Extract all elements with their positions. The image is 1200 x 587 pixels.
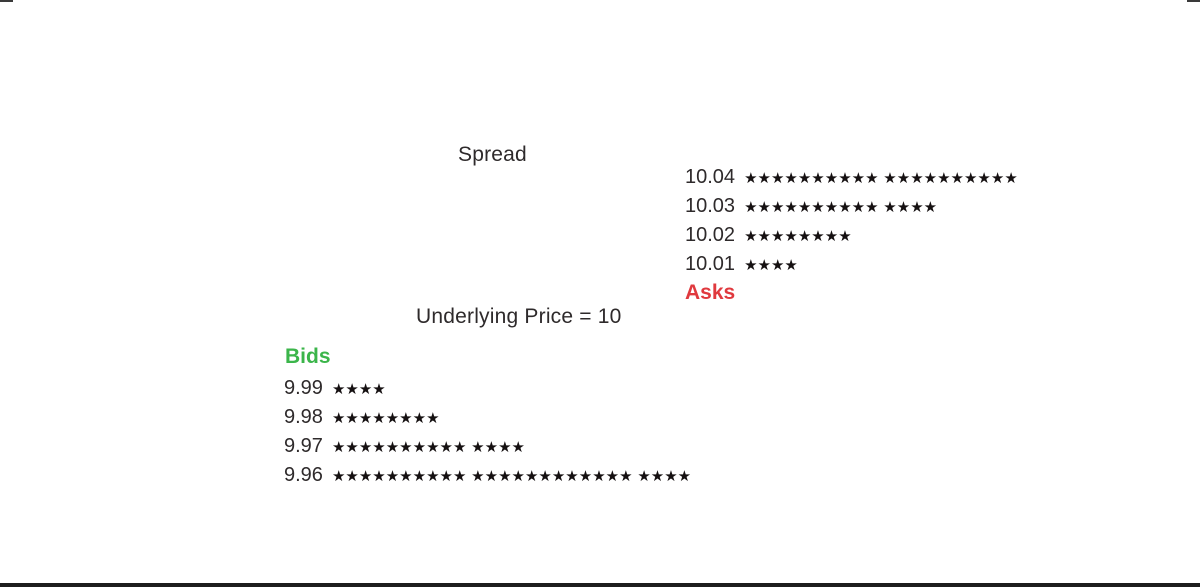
size-stars: ★★★★★★★★ [744,227,852,245]
price-label: 10.02 [685,224,736,246]
price-label: 9.99 [284,377,323,399]
size-stars: ★★★★ [331,380,386,398]
bids-book: 9.99★★★★9.98★★★★★★★★9.97★★★★★★★★★★ ★★★★9… [284,374,691,490]
ask-row: 10.02 ★★★★★★★★ [685,221,1018,250]
video-progress-bar [0,583,1200,587]
spread-title: Spread [458,143,527,166]
price-label: 10.04 [685,166,736,188]
ask-row: 10.04 ★★★★★★★★★★ ★★★★★★★★★★ [685,163,1018,192]
ask-row: 10.01 ★★★★ [685,250,1018,279]
price-label: 9.98 [284,406,323,428]
ask-row: 10.03 ★★★★★★★★★★ ★★★★ [685,192,1018,221]
bid-row: 9.98 ★★★★★★★★ [284,403,691,432]
video-frame-artifact-left [0,0,13,2]
bids-label: Bids [285,345,331,368]
size-stars: ★★★★★★★★★★ ★★★★ [744,198,938,216]
bid-row: 9.97 ★★★★★★★★★★ ★★★★ [284,432,691,461]
price-label: 10.03 [685,195,736,217]
size-stars: ★★★★ [744,256,798,274]
bid-row: 9.99 ★★★★ [284,374,691,403]
size-stars: ★★★★★★★★★★ ★★★★★★★★★★ [744,169,1018,187]
asks-label: Asks [685,281,736,304]
price-label: 10.01 [685,253,736,275]
underlying-price-label: Underlying Price = 10 [416,305,622,328]
price-label: 9.96 [284,464,323,486]
price-label: 9.97 [284,435,323,457]
size-stars: ★★★★★★★★★★ ★★★★ [331,438,525,456]
video-frame-artifact-right [1187,0,1200,2]
size-stars: ★★★★★★★★★★ ★★★★★★★★★★★★ ★★★★ [331,467,692,485]
bid-row: 9.96 ★★★★★★★★★★ ★★★★★★★★★★★★ ★★★★ [284,461,691,490]
size-stars: ★★★★★★★★ [331,409,440,427]
asks-book: 10.04★★★★★★★★★★ ★★★★★★★★★★10.03★★★★★★★★★… [685,163,1018,279]
